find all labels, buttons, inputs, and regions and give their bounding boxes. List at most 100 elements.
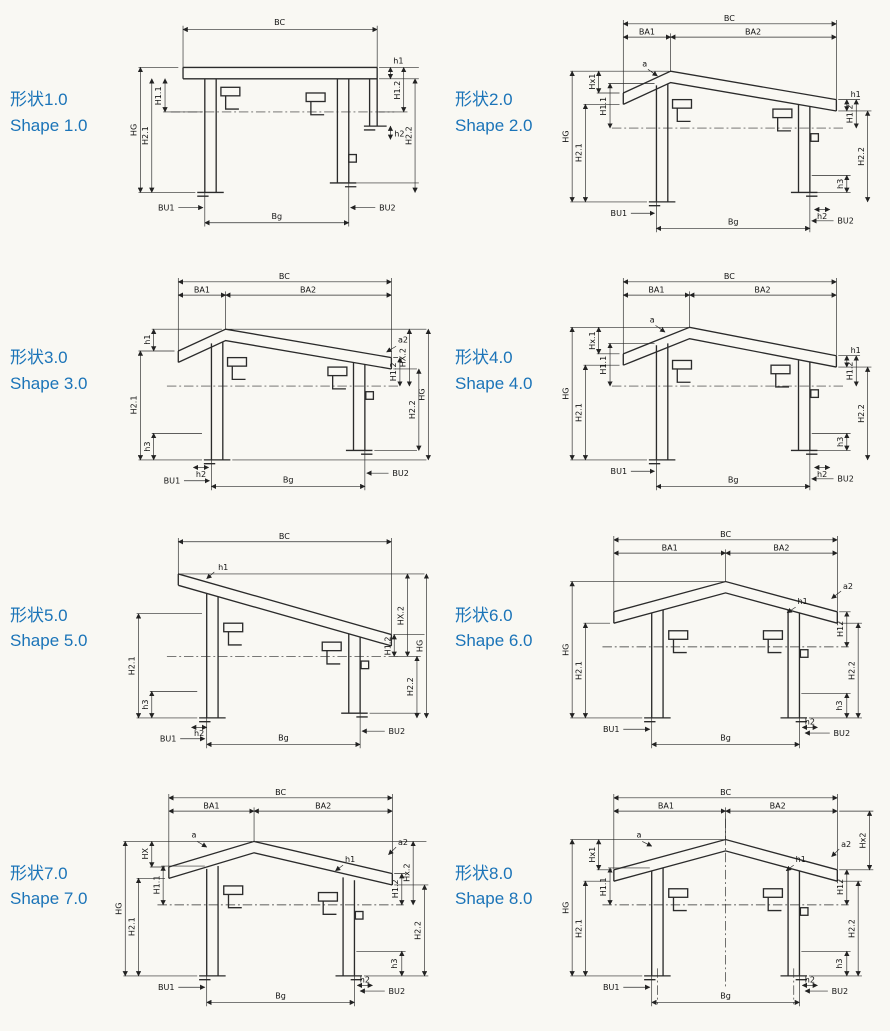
dim-label-h2: h2 bbox=[360, 975, 370, 984]
panel-title-cn: 形状4.0 bbox=[455, 348, 513, 368]
dim-label-h1: h1 bbox=[851, 90, 861, 99]
dimension-labels: BC BA1 BA2 HG H2.1 Hx1 H1.1 a h1 H1.2 H2… bbox=[561, 14, 865, 227]
dim-label-ba1: BA1 bbox=[662, 543, 678, 552]
dimension-lines bbox=[137, 26, 419, 227]
dim-label-h1: h1 bbox=[143, 335, 152, 345]
panel-title-en: Shape 3.0 bbox=[10, 373, 88, 393]
dim-label-ba1: BA1 bbox=[194, 285, 210, 294]
panel-title-cn: 形状7.0 bbox=[10, 863, 68, 883]
dim-label-h1-2: H1.2 bbox=[845, 362, 854, 381]
shape-7-drawing: BC BA1 BA2 HG H2.1 HX H1.1 a a2 h1 H1.2 … bbox=[114, 788, 429, 1006]
panel-title-cn: 形状3.0 bbox=[10, 348, 68, 368]
dim-label-h2: h2 bbox=[805, 717, 815, 726]
panel-shape-6: 形状6.0 Shape 6.0 bbox=[445, 516, 890, 774]
dim-label-hg: HG bbox=[561, 388, 570, 400]
dim-label-h2-1: H2.1 bbox=[128, 917, 137, 936]
panel-title: 形状8.0 Shape 8.0 bbox=[455, 861, 557, 912]
dimension-lines bbox=[122, 793, 429, 1006]
dim-label-h2-1: H2.1 bbox=[130, 396, 139, 415]
panel-title-en: Shape 2.0 bbox=[455, 115, 533, 135]
dim-label-bc: BC bbox=[279, 532, 290, 541]
dim-label-bu1: BU1 bbox=[158, 204, 175, 213]
dim-label-bu2: BU2 bbox=[392, 469, 409, 478]
girder-outline bbox=[622, 326, 838, 465]
dim-label-h1: h1 bbox=[345, 855, 355, 864]
dim-label-bu1: BU1 bbox=[603, 725, 620, 734]
dimension-labels: BC BA1 BA2 H2.1 h1 h3 h2 BU1 a2 H1.2 HX.… bbox=[130, 272, 427, 486]
panel-shape-4: 形状4.0 Shape 4.0 bbox=[445, 258, 890, 516]
dim-label-bg: Bg bbox=[728, 218, 739, 227]
dimension-lines bbox=[137, 278, 431, 491]
panel-title: 形状1.0 Shape 1.0 bbox=[10, 87, 112, 138]
dim-label-bu1: BU1 bbox=[603, 983, 620, 992]
dim-label-hx-1: Hx.1 bbox=[588, 331, 597, 350]
girder-outline bbox=[622, 70, 838, 207]
dim-label-h1-1: H1.1 bbox=[599, 877, 608, 896]
dim-label-bu2: BU2 bbox=[834, 729, 851, 738]
panel-shape-1: 形状1.0 Shape 1.0 bbox=[0, 0, 445, 258]
dim-label-hg: HG bbox=[561, 901, 570, 913]
dimension-labels: BC h1 H2.1 h3 h2 BU1 H1.2 HX.2 H2.2 HG B… bbox=[128, 532, 425, 744]
dim-label-h2-2: H2.2 bbox=[414, 921, 423, 940]
panel-shape-3: 形状3.0 Shape 3.0 bbox=[0, 258, 445, 516]
dimension-labels: BC BA1 BA2 HG H2.1 a2 h1 H12 H2.2 h3 BU1… bbox=[561, 530, 856, 743]
panel-title-cn: 形状2.0 bbox=[455, 90, 513, 110]
dim-label-h2-1: H2.1 bbox=[141, 127, 150, 146]
dim-label-h3: h3 bbox=[835, 700, 844, 710]
dim-label-bc: BC bbox=[724, 272, 735, 281]
dim-label-bg: Bg bbox=[728, 476, 739, 485]
dim-label-h1: h1 bbox=[796, 855, 806, 864]
girder-outline bbox=[168, 840, 393, 980]
dim-label-bu2: BU2 bbox=[837, 475, 854, 484]
dim-label-ba1: BA1 bbox=[658, 801, 674, 810]
panel-title: 形状6.0 Shape 6.0 bbox=[455, 603, 557, 654]
dim-label-h2-2: H2.2 bbox=[847, 661, 856, 680]
panel-title-en: Shape 4.0 bbox=[455, 373, 533, 393]
shape-1-drawing: BC HG H2.1 H1.1 h1 H1.2 H2.2 h2 BU1 Bg B… bbox=[130, 18, 419, 227]
dim-label-h1-2: H1.2 bbox=[389, 363, 398, 382]
dim-label-a2: a2 bbox=[843, 582, 853, 591]
dim-label-h2: h2 bbox=[194, 729, 204, 738]
dimension-lines bbox=[569, 793, 874, 1006]
dim-label-bu2: BU2 bbox=[832, 987, 849, 996]
dim-label-a2: a2 bbox=[398, 336, 408, 345]
dim-label-h2-2: H2.2 bbox=[406, 677, 415, 696]
dim-label-ba2: BA2 bbox=[745, 28, 761, 37]
dim-label-bc: BC bbox=[720, 788, 731, 797]
dim-label-bu1: BU1 bbox=[160, 734, 177, 743]
shape-2-drawing: BC BA1 BA2 HG H2.1 Hx1 H1.1 a h1 H1.2 H2… bbox=[561, 14, 872, 233]
panel-shape-2: 形状2.0 Shape 2.0 bbox=[445, 0, 890, 258]
panel-title: 形状5.0 Shape 5.0 bbox=[10, 603, 112, 654]
dim-label-h1: h1 bbox=[393, 57, 403, 66]
dim-label-h2: h2 bbox=[817, 212, 827, 221]
dim-label-h2-1: H2.1 bbox=[575, 661, 584, 680]
panel-title: 形状4.0 Shape 4.0 bbox=[455, 345, 557, 396]
dim-label-a: a bbox=[192, 830, 197, 839]
dim-label-h1-2: H1.2 bbox=[845, 105, 854, 124]
dim-label-a2: a2 bbox=[841, 840, 851, 849]
dimension-lines bbox=[135, 537, 430, 749]
girder-outline bbox=[177, 573, 393, 723]
dim-label-bc: BC bbox=[275, 788, 286, 797]
dim-label-hx1: Hx1 bbox=[588, 74, 597, 90]
dim-label-h2-2: H2.2 bbox=[847, 919, 856, 938]
dim-label-h2: h2 bbox=[817, 470, 827, 479]
dim-label-h3: h3 bbox=[836, 179, 845, 189]
dim-label-bu1: BU1 bbox=[611, 209, 628, 218]
dim-label-h2: h2 bbox=[805, 975, 815, 984]
dim-label-hg: HG bbox=[416, 640, 425, 652]
dim-label-h1-1: H1.1 bbox=[154, 87, 163, 106]
dim-label-bg: Bg bbox=[283, 476, 294, 485]
dim-label-ba2: BA2 bbox=[754, 285, 770, 294]
dim-label-bu2: BU2 bbox=[389, 727, 406, 736]
dim-label-h2-2: H2.2 bbox=[408, 400, 417, 419]
dim-label-hx: HX bbox=[141, 847, 150, 859]
dim-label-h2-1: H2.1 bbox=[128, 656, 137, 675]
dim-label-bu1: BU1 bbox=[158, 983, 175, 992]
panel-title-en: Shape 8.0 bbox=[455, 889, 533, 909]
dim-label-bg: Bg bbox=[278, 734, 289, 743]
panel-title-en: Shape 1.0 bbox=[10, 115, 88, 135]
dimension-labels: BC BA1 BA2 HG H2.1 Hx.1 H1.1 a h1 H1.2 H… bbox=[561, 272, 865, 485]
